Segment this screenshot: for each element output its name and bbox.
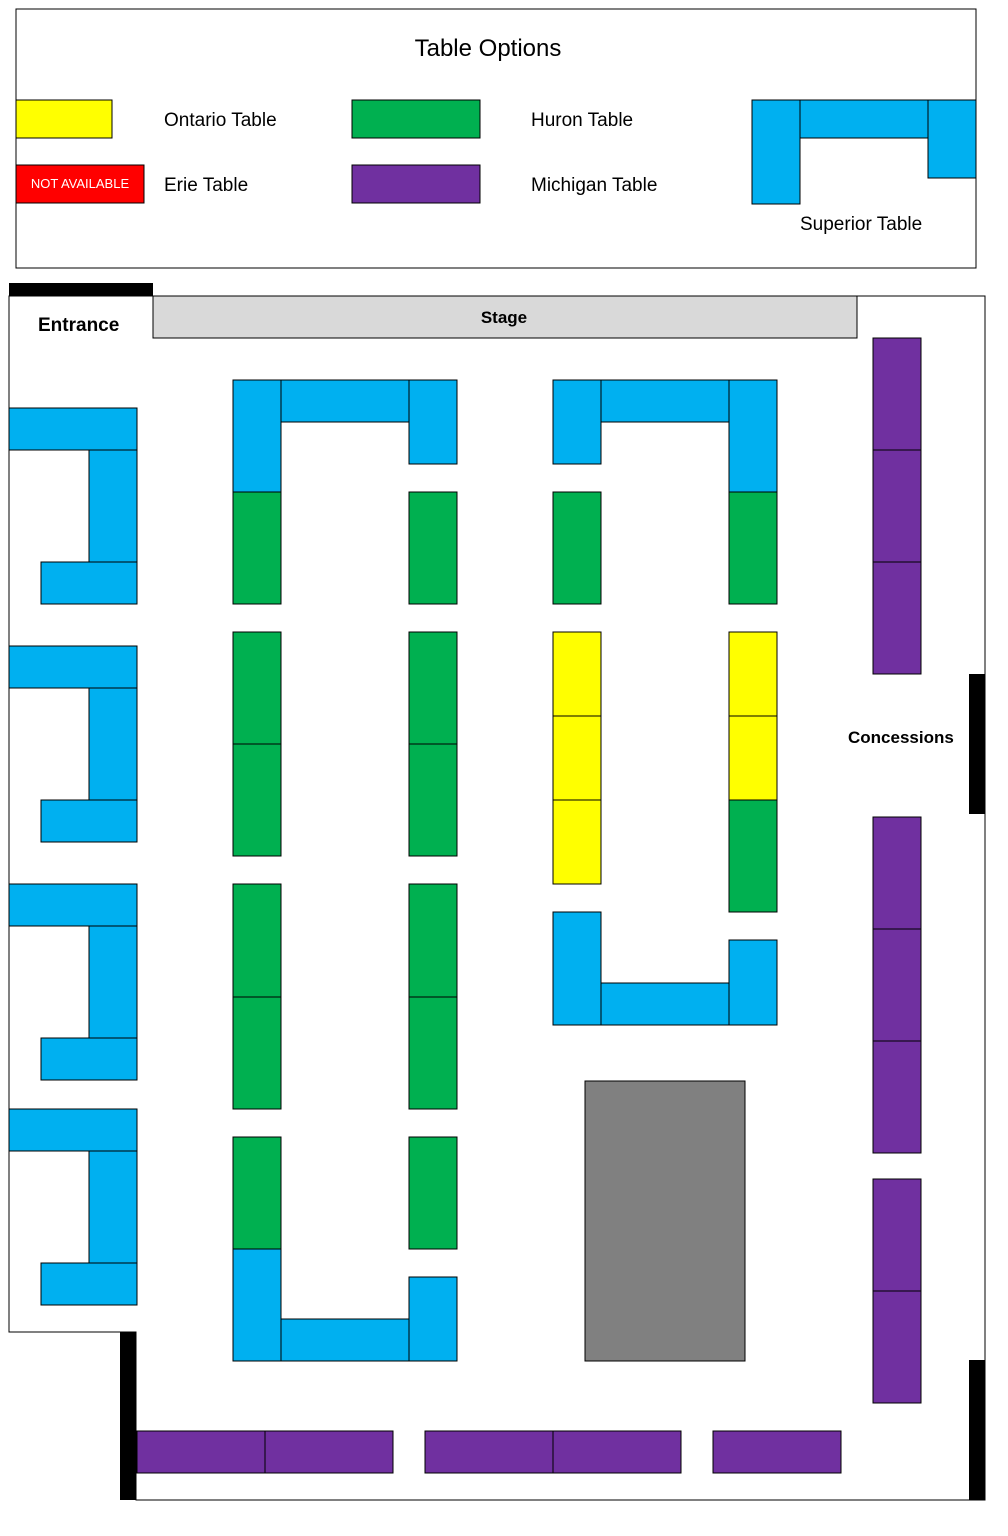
huron-table[interactable] <box>408 631 458 745</box>
left-wall-superior-tables <box>8 407 138 1306</box>
michigan-table[interactable] <box>872 816 922 930</box>
huron-table[interactable] <box>232 1136 282 1250</box>
michigan-table[interactable] <box>872 1290 922 1404</box>
superior-table[interactable] <box>408 1276 458 1362</box>
superior-table[interactable] <box>232 1248 282 1362</box>
superior-table[interactable] <box>40 561 138 605</box>
huron-table[interactable] <box>408 996 458 1110</box>
left-superior-group-2[interactable] <box>8 645 138 843</box>
michigan-table[interactable] <box>264 1430 394 1474</box>
michigan-label: Michigan Table <box>531 175 657 196</box>
huron-table[interactable] <box>232 743 282 857</box>
superior-table[interactable] <box>232 379 282 493</box>
superior-table[interactable] <box>728 379 778 493</box>
superior-table[interactable] <box>88 925 138 1039</box>
huron-label: Huron Table <box>531 110 633 131</box>
superior-table[interactable] <box>600 982 730 1026</box>
michigan-table[interactable] <box>552 1430 682 1474</box>
left-island-bottom-superior[interactable] <box>232 1248 458 1362</box>
legend-panel: Table Options Ontario Table NOT AVAILABL… <box>15 8 977 269</box>
superior-table[interactable] <box>40 1037 138 1081</box>
bottom-wall-michigan-tables <box>136 1430 842 1474</box>
superior-swatch-left <box>751 99 801 205</box>
huron-swatch <box>351 99 481 139</box>
left-superior-group-3[interactable] <box>8 883 138 1081</box>
superior-table[interactable] <box>728 939 778 1026</box>
ontario-table[interactable] <box>552 715 602 801</box>
ontario-table[interactable] <box>728 715 778 801</box>
huron-table[interactable] <box>232 491 282 605</box>
superior-table[interactable] <box>552 379 602 465</box>
right-island-bottom-superior[interactable] <box>552 911 778 1026</box>
left-island-top-superior[interactable] <box>232 379 458 493</box>
ontario-table[interactable] <box>552 799 602 885</box>
michigan-swatch <box>351 164 481 204</box>
superior-label: Superior Table <box>800 214 922 235</box>
right-island-top-superior[interactable] <box>552 379 778 493</box>
michigan-table[interactable] <box>712 1430 842 1474</box>
room-outline <box>8 283 986 1501</box>
michigan-table[interactable] <box>872 1178 922 1292</box>
michigan-table[interactable] <box>136 1430 266 1474</box>
superior-table[interactable] <box>8 645 138 689</box>
michigan-table[interactable] <box>872 449 922 563</box>
michigan-table[interactable] <box>872 337 922 451</box>
lower-left-wall-bar <box>120 1332 136 1500</box>
erie-label: Erie Table <box>164 175 248 196</box>
huron-table[interactable] <box>728 799 778 913</box>
erie-not-available-badge: NOT AVAILABLE <box>31 176 130 191</box>
huron-table[interactable] <box>232 883 282 998</box>
concessions-label: Concessions <box>848 728 954 747</box>
ontario-table[interactable] <box>552 631 602 717</box>
ontario-table[interactable] <box>728 631 778 717</box>
huron-table[interactable] <box>552 491 602 605</box>
michigan-table[interactable] <box>872 561 922 675</box>
superior-table[interactable] <box>8 407 138 451</box>
entrance-door-bar <box>9 283 153 296</box>
superior-table[interactable] <box>600 379 730 423</box>
huron-table[interactable] <box>232 631 282 745</box>
huron-table[interactable] <box>408 491 458 605</box>
superior-table[interactable] <box>280 1318 410 1362</box>
michigan-table[interactable] <box>424 1430 554 1474</box>
stage-label: Stage <box>481 308 527 327</box>
superior-swatch-top <box>799 99 929 139</box>
michigan-table[interactable] <box>872 928 922 1042</box>
superior-table[interactable] <box>88 449 138 563</box>
superior-table[interactable] <box>88 687 138 801</box>
michigan-table[interactable] <box>872 1040 922 1154</box>
superior-swatch-right <box>927 99 977 179</box>
room-walls <box>8 295 986 1501</box>
huron-table[interactable] <box>408 1136 458 1250</box>
huron-table[interactable] <box>408 883 458 998</box>
huron-table[interactable] <box>728 491 778 605</box>
superior-table[interactable] <box>40 1262 138 1306</box>
legend-title: Table Options <box>415 35 562 62</box>
ontario-swatch <box>15 99 113 139</box>
superior-table[interactable] <box>88 1150 138 1264</box>
ontario-label: Ontario Table <box>164 110 277 131</box>
concessions-door-bar <box>969 674 985 814</box>
huron-table[interactable] <box>408 743 458 857</box>
superior-table[interactable] <box>8 883 138 927</box>
superior-table[interactable] <box>552 911 602 1026</box>
huron-table[interactable] <box>232 996 282 1110</box>
right-island <box>552 379 778 1026</box>
entrance-label: Entrance <box>38 315 119 336</box>
superior-table[interactable] <box>280 379 410 423</box>
erie-swatch <box>15 164 145 204</box>
left-island <box>232 379 458 1362</box>
right-wall-michigan-tables <box>872 337 922 1404</box>
reserved-area <box>584 1080 746 1362</box>
superior-table[interactable] <box>40 799 138 843</box>
superior-table[interactable] <box>408 379 458 465</box>
lower-right-door-bar <box>969 1360 985 1500</box>
superior-swatch <box>751 99 977 205</box>
stage <box>152 295 858 339</box>
superior-table[interactable] <box>8 1108 138 1152</box>
left-superior-group-4[interactable] <box>8 1108 138 1306</box>
left-superior-group-1[interactable] <box>8 407 138 605</box>
